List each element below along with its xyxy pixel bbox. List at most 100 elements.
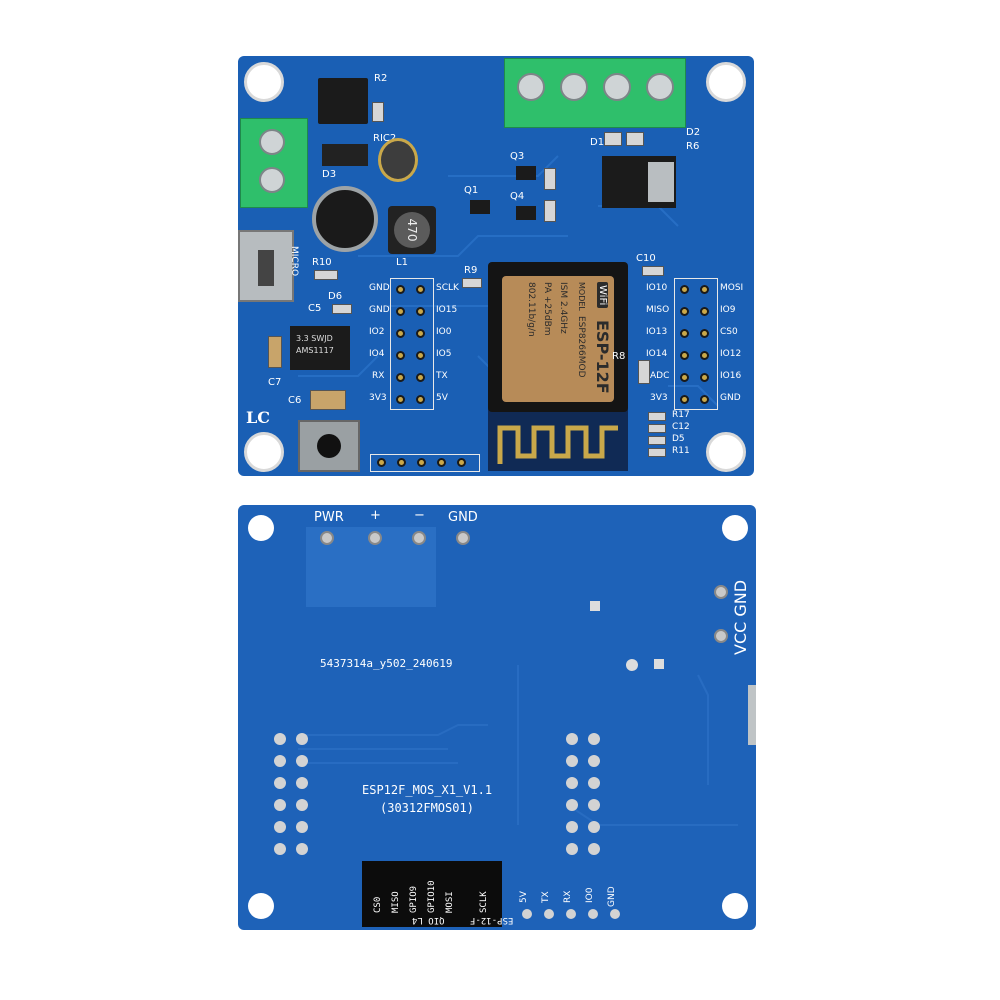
pad bbox=[654, 659, 664, 669]
mounting-hole-bottom-right bbox=[706, 432, 746, 472]
label-c6: C6 bbox=[288, 395, 302, 406]
module-title: ESP-12F bbox=[593, 320, 612, 394]
pad bbox=[588, 733, 600, 745]
module-pin-miso: MISO bbox=[391, 891, 401, 913]
header-pin bbox=[680, 329, 689, 338]
pad bbox=[274, 821, 286, 833]
header-pin bbox=[680, 395, 689, 404]
pin-label-5v: 5V bbox=[519, 891, 529, 903]
pad bbox=[566, 733, 578, 745]
header-pin bbox=[680, 307, 689, 316]
mounting-hole-bottom-left bbox=[244, 432, 284, 472]
header-pin bbox=[700, 307, 709, 316]
mosfet-regulator bbox=[602, 156, 676, 208]
header-pin bbox=[700, 329, 709, 338]
pad bbox=[566, 821, 578, 833]
push-button[interactable] bbox=[298, 420, 360, 472]
pad bbox=[274, 843, 286, 855]
pin-label-tx: TX bbox=[541, 891, 551, 903]
header-pin bbox=[396, 373, 405, 382]
transistor-q4 bbox=[516, 206, 536, 220]
label-pwr: PWR bbox=[314, 510, 344, 525]
pad bbox=[274, 733, 286, 745]
mounting-hole-top-left bbox=[244, 62, 284, 102]
pin-label-gnd: GND bbox=[607, 886, 617, 907]
mounting-hole bbox=[248, 515, 274, 541]
right-header-label-left-3: IO14 bbox=[646, 349, 668, 359]
right-header-label-left-1: MISO bbox=[646, 305, 670, 315]
label-r10: R10 bbox=[312, 257, 332, 268]
transistor-q1 bbox=[470, 200, 490, 214]
diode-d1 bbox=[604, 132, 622, 146]
label-c5: C5 bbox=[308, 303, 322, 314]
label-q3: Q3 bbox=[510, 151, 525, 162]
logo-lc: LC bbox=[246, 408, 270, 427]
left-header-label-right-4: TX bbox=[436, 371, 448, 381]
label-c7: C7 bbox=[268, 377, 282, 388]
pad bbox=[566, 799, 578, 811]
pcb-bottom-view: PWR + − GND VCC GND 5437314a_y502_240619… bbox=[238, 505, 756, 930]
module-pin-mosi: MOSI bbox=[445, 891, 455, 913]
label-r9: R9 bbox=[464, 265, 478, 276]
board-code: (30312FMOS01) bbox=[380, 801, 474, 815]
left-pin-header bbox=[390, 278, 434, 410]
label-micro: MICRO bbox=[289, 246, 299, 277]
pad bbox=[566, 909, 576, 919]
pad bbox=[296, 755, 308, 767]
pad bbox=[544, 909, 554, 919]
header-pin bbox=[416, 285, 425, 294]
pad-gnd-right bbox=[714, 585, 728, 599]
resistor-r17 bbox=[648, 412, 666, 421]
label-d2: D2 bbox=[686, 127, 701, 138]
pad bbox=[296, 843, 308, 855]
micro-usb-port bbox=[238, 230, 294, 302]
pad bbox=[522, 909, 532, 919]
header-pin bbox=[700, 373, 709, 382]
pad-gnd bbox=[456, 531, 470, 545]
resistor-r2 bbox=[372, 102, 384, 122]
header-pin bbox=[437, 458, 446, 467]
left-header-label-left-0: GND bbox=[369, 283, 390, 293]
right-header-label-right-0: MOSI bbox=[720, 283, 744, 293]
label-q4: Q4 bbox=[510, 191, 525, 202]
label-plus: + bbox=[370, 508, 381, 523]
pad bbox=[590, 601, 600, 611]
header-pin bbox=[416, 307, 425, 316]
right-header-label-left-0: IO10 bbox=[646, 283, 668, 293]
label-ric2: RIC2 bbox=[373, 133, 397, 144]
header-pin bbox=[377, 458, 386, 467]
label-c10: C10 bbox=[636, 253, 656, 264]
board-name: ESP12F_MOS_X1_V1.1 bbox=[362, 783, 493, 797]
left-header-label-right-5: 5V bbox=[436, 393, 448, 403]
right-header-label-right-2: CS0 bbox=[720, 327, 738, 337]
header-pin bbox=[700, 285, 709, 294]
terminal-block-2pin bbox=[240, 118, 308, 208]
mounting-hole bbox=[722, 893, 748, 919]
pin-label-io0: IO0 bbox=[585, 887, 595, 903]
pcb-top-view: R2 RIC2 D3 470 L1 MICRO R10 D6 C5 3.3 SW… bbox=[238, 56, 754, 476]
pad bbox=[566, 755, 578, 767]
header-pin bbox=[396, 307, 405, 316]
module-shield: WiFi ESP-12F MODEL ESP8266MOD ISM 2.4GHz… bbox=[502, 276, 614, 402]
pin-label-rx: RX bbox=[563, 890, 573, 903]
module-pin-sclk: SCLK bbox=[479, 891, 489, 913]
header-pin bbox=[416, 351, 425, 360]
pad bbox=[274, 777, 286, 789]
capacitor-c6 bbox=[310, 390, 346, 410]
header-pin bbox=[396, 285, 405, 294]
module-label-left: QIO L4 bbox=[412, 915, 445, 925]
label-r6: R6 bbox=[686, 141, 700, 152]
pad bbox=[296, 799, 308, 811]
module-pin-gpio10: GPIO10 bbox=[427, 880, 437, 913]
left-header-label-left-3: IO4 bbox=[369, 349, 385, 359]
resistor-r10 bbox=[314, 270, 338, 280]
right-header-label-left-5: 3V3 bbox=[650, 393, 668, 403]
module-label-right: ESP-12-F bbox=[470, 915, 514, 925]
diode-d2-body bbox=[626, 132, 644, 146]
header-pin bbox=[396, 351, 405, 360]
capacitor-c12 bbox=[648, 424, 666, 433]
mounting-hole bbox=[248, 893, 274, 919]
label-d1: D1 bbox=[590, 137, 605, 148]
right-header-label-right-4: IO16 bbox=[720, 371, 742, 381]
resistor bbox=[544, 168, 556, 190]
